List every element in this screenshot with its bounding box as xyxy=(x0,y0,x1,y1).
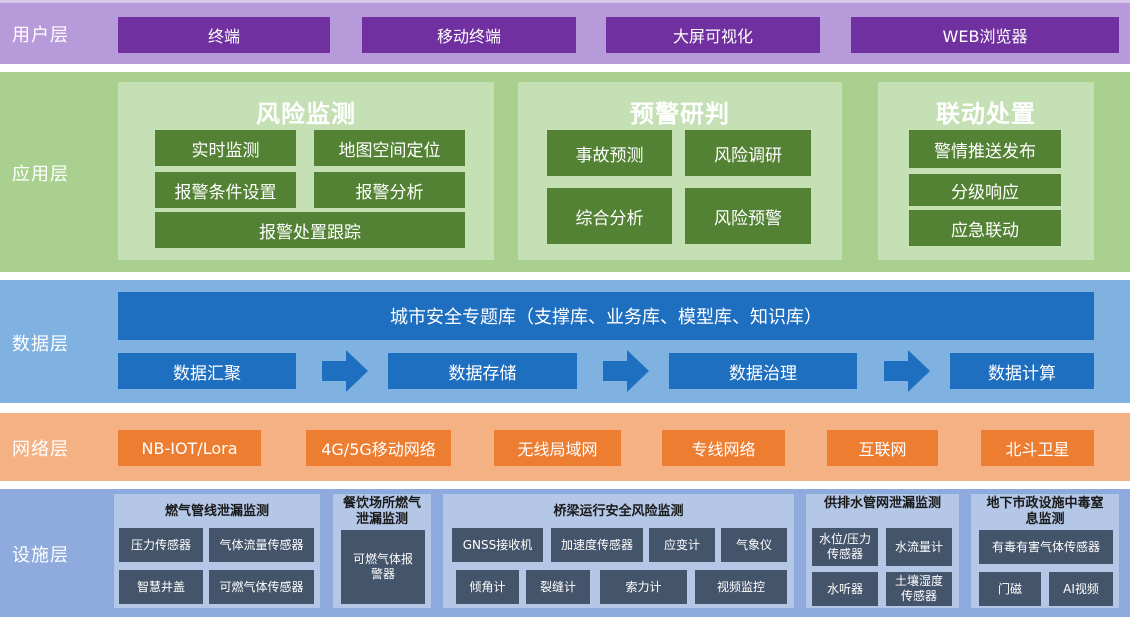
facility-item: 水听器 xyxy=(812,572,878,606)
facility-layer-label: 设施层 xyxy=(12,545,69,566)
city-safety-database-bar: 城市安全专题库（支撑库、业务库、模型库、知识库） xyxy=(118,292,1094,340)
facility-item: 有毒有害气体传感器 xyxy=(979,530,1113,564)
early-warning-title: 预警研判 xyxy=(630,100,730,128)
user-mobile-terminal: 移动终端 xyxy=(362,17,576,53)
water-supply-group: 供排水管网泄漏监测 水位/压力传感器 水流量计 水听器 土壤湿度传感器 xyxy=(805,493,960,609)
bridge-safety-group: 桥梁运行安全风险监测 GNSS接收机 加速度传感器 应变计 气象仪 倾角计 裂缝… xyxy=(442,493,795,609)
data-layer-label: 数据层 xyxy=(12,334,69,355)
linkage-disposal-panel: 联动处置 警情推送发布 分级响应 应急联动 xyxy=(878,82,1094,260)
network-item: 专线网络 xyxy=(662,430,785,466)
facility-item: 土壤湿度传感器 xyxy=(886,572,952,606)
app-item: 报警条件设置 xyxy=(155,172,296,208)
app-layer: 应用层 风险监测 实时监测 地图空间定位 报警条件设置 报警分析 报警处置跟踪 … xyxy=(0,72,1130,272)
facility-item: 加速度传感器 xyxy=(551,528,643,562)
facility-item: 索力计 xyxy=(600,570,687,604)
gas-pipeline-group: 燃气管线泄漏监测 压力传感器 气体流量传感器 智慧井盖 可燃气体传感器 xyxy=(113,493,321,609)
app-item: 风险调研 xyxy=(685,130,811,176)
facility-group-title: 供排水管网泄漏监测 xyxy=(823,496,941,511)
risk-monitoring-title: 风险监测 xyxy=(256,100,356,128)
facility-item: 水位/压力传感器 xyxy=(812,528,878,566)
facility-item: AI视频 xyxy=(1049,572,1113,606)
facility-group-title: 燃气管线泄漏监测 xyxy=(164,504,269,519)
right-arrow-icon xyxy=(322,350,368,392)
network-item: 4G/5G移动网络 xyxy=(306,430,451,466)
facility-item: 可燃气体报警器 xyxy=(341,530,425,604)
facility-item: 智慧井盖 xyxy=(119,570,203,604)
app-item: 分级响应 xyxy=(909,174,1061,206)
data-step: 数据治理 xyxy=(669,353,857,389)
facility-item: 水流量计 xyxy=(886,528,952,566)
facility-item: 视频监控 xyxy=(695,570,787,604)
app-item: 实时监测 xyxy=(155,130,296,166)
app-item: 应急联动 xyxy=(909,210,1061,246)
network-layer-label: 网络层 xyxy=(12,439,69,460)
app-item: 风险预警 xyxy=(685,188,811,244)
network-item: 北斗卫星 xyxy=(981,430,1094,466)
facility-item: 裂缝计 xyxy=(526,570,590,604)
facility-item: 可燃气体传感器 xyxy=(209,570,314,604)
network-layer: 网络层 NB-IOT/Lora 4G/5G移动网络 无线局域网 专线网络 互联网… xyxy=(0,413,1130,481)
linkage-disposal-title: 联动处置 xyxy=(936,100,1036,128)
user-big-screen: 大屏可视化 xyxy=(606,17,820,53)
app-item: 地图空间定位 xyxy=(314,130,465,166)
data-layer: 数据层 城市安全专题库（支撑库、业务库、模型库、知识库） 数据汇聚 数据存储 数… xyxy=(0,280,1130,403)
network-item: NB-IOT/Lora xyxy=(118,430,261,466)
user-terminal: 终端 xyxy=(118,17,330,53)
restaurant-gas-group: 餐饮场所燃气泄漏监测 可燃气体报警器 xyxy=(332,493,432,609)
data-step: 数据存储 xyxy=(388,353,577,389)
facility-item: 应变计 xyxy=(649,528,715,562)
facility-item: 压力传感器 xyxy=(119,528,203,562)
app-item: 警情推送发布 xyxy=(909,130,1061,168)
data-step: 数据计算 xyxy=(950,353,1094,389)
facility-group-title: 桥梁运行安全风险监测 xyxy=(553,504,684,519)
early-warning-panel: 预警研判 事故预测 风险调研 综合分析 风险预警 xyxy=(518,82,842,260)
risk-monitoring-panel: 风险监测 实时监测 地图空间定位 报警条件设置 报警分析 报警处置跟踪 xyxy=(118,82,494,260)
app-item: 报警处置跟踪 xyxy=(155,212,465,248)
user-layer-label: 用户层 xyxy=(12,25,69,46)
app-item: 事故预测 xyxy=(547,130,672,176)
facility-layer: 设施层 燃气管线泄漏监测 压力传感器 气体流量传感器 智慧井盖 可燃气体传感器 … xyxy=(0,489,1130,617)
facility-item: 门磁 xyxy=(979,572,1041,606)
facility-item: 气象仪 xyxy=(721,528,787,562)
facility-group-title: 餐饮场所燃气泄漏监测 xyxy=(342,496,421,527)
right-arrow-icon xyxy=(884,350,930,392)
facility-group-title: 地下市政设施中毒窒息监测 xyxy=(986,496,1104,527)
facility-item: GNSS接收机 xyxy=(452,528,543,562)
network-item: 互联网 xyxy=(827,430,938,466)
right-arrow-icon xyxy=(603,350,649,392)
data-step: 数据汇聚 xyxy=(118,353,296,389)
facility-item: 气体流量传感器 xyxy=(209,528,314,562)
facility-item: 倾角计 xyxy=(456,570,519,604)
app-layer-label: 应用层 xyxy=(12,164,69,185)
underground-facility-group: 地下市政设施中毒窒息监测 有毒有害气体传感器 门磁 AI视频 xyxy=(970,493,1120,609)
user-layer: 用户层 终端 移动终端 大屏可视化 WEB浏览器 xyxy=(0,0,1130,64)
network-item: 无线局域网 xyxy=(494,430,621,466)
app-item: 综合分析 xyxy=(547,188,672,244)
app-item: 报警分析 xyxy=(314,172,465,208)
user-web-browser: WEB浏览器 xyxy=(851,17,1119,53)
